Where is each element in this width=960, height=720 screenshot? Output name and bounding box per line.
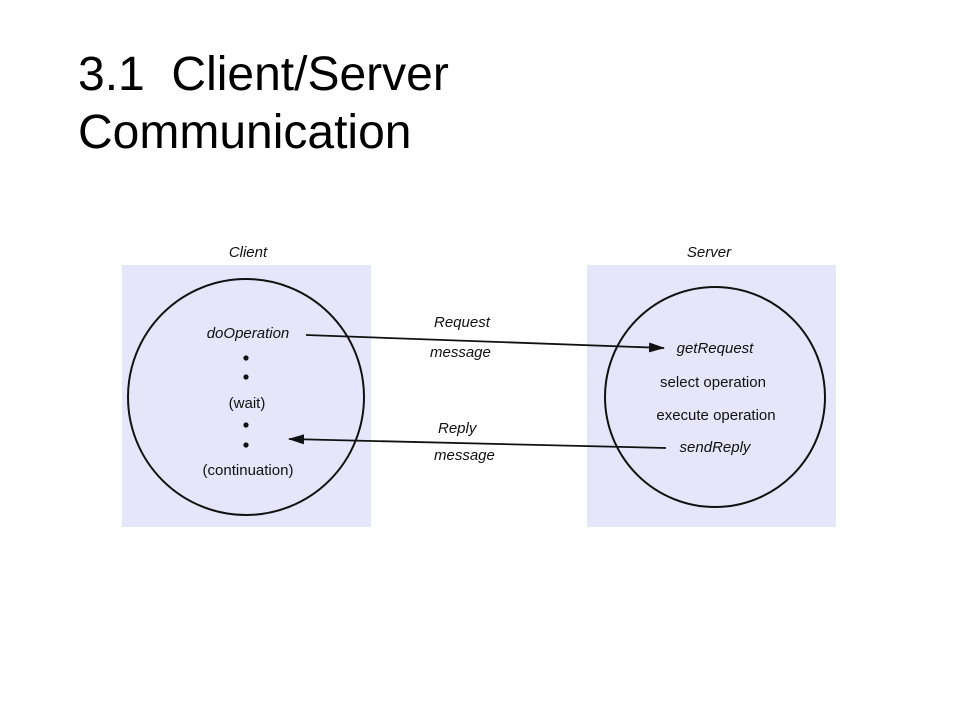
- request-message: Request message: [305, 314, 665, 361]
- client-panel: [122, 265, 371, 527]
- request-arrow: [305, 334, 665, 353]
- server-heading: Server: [687, 244, 732, 261]
- server-panel: [587, 265, 836, 527]
- server-step-send-reply: sendReply: [680, 439, 752, 456]
- server-section: Server getRequest select operation execu…: [587, 244, 836, 527]
- slide-title: 3.1 Client/Server Communication: [78, 46, 449, 162]
- client-section: Client doOperation (wait) (continuation): [122, 244, 371, 527]
- reply-arrow-label-2: message: [434, 447, 495, 464]
- request-arrow-label-2: message: [430, 344, 491, 361]
- client-step-do-operation: doOperation: [207, 325, 290, 342]
- reply-arrow: [288, 434, 667, 449]
- client-step-continuation: (continuation): [203, 462, 294, 479]
- client-heading: Client: [229, 244, 268, 261]
- client-step-wait: (wait): [229, 395, 266, 412]
- client-wait-dot: [243, 422, 249, 428]
- reply-message: Reply message: [288, 420, 667, 464]
- reply-arrow-label-1: Reply: [438, 420, 478, 437]
- server-step-select-operation: select operation: [660, 374, 766, 391]
- client-wait-dot: [243, 355, 249, 361]
- client-wait-dot: [243, 374, 249, 380]
- server-process-circle: [604, 286, 826, 508]
- slide-title-line-1: 3.1 Client/Server: [78, 48, 449, 101]
- client-wait-dot: [243, 442, 249, 448]
- server-step-execute-operation: execute operation: [656, 407, 775, 424]
- server-step-get-request: getRequest: [677, 340, 755, 357]
- client-process-circle: [127, 278, 365, 516]
- request-arrow-label-1: Request: [434, 314, 491, 331]
- slide-title-line-2: Communication: [78, 106, 412, 159]
